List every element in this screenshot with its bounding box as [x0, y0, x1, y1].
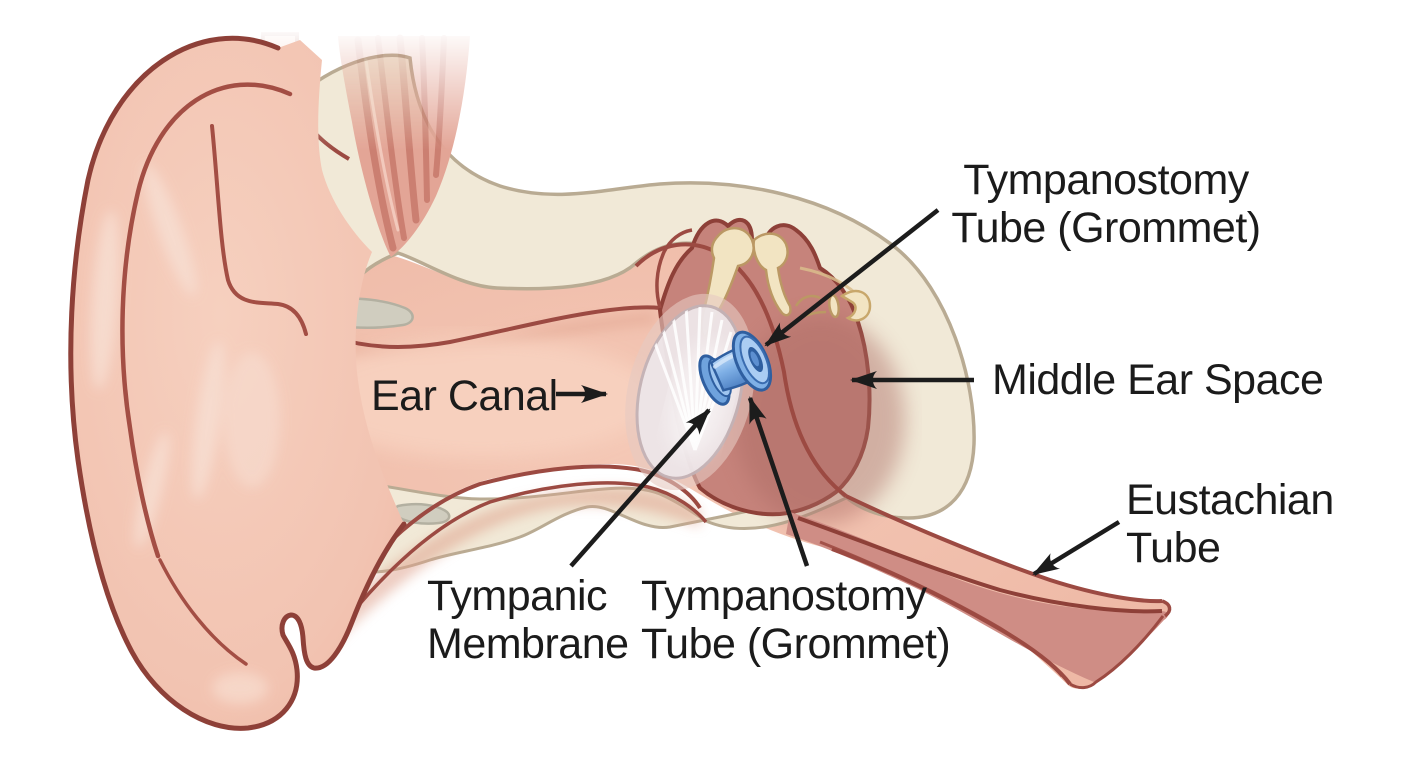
- label-line: Tube (Grommet): [641, 620, 951, 668]
- outer-ear-pinna: [68, 35, 407, 731]
- muscle: [338, 34, 470, 257]
- label-tympanic-membrane: Tympanic Membrane: [427, 572, 629, 668]
- label-middle-ear-space: Middle Ear Space: [992, 356, 1324, 404]
- pyramidal-eminence: [839, 289, 872, 322]
- arrow-tympanic-membrane: [569, 408, 711, 568]
- label-line: Membrane: [427, 620, 629, 668]
- pinna-inner-helix-line: [120, 82, 293, 559]
- arrow-tympanostomy-top: [764, 208, 940, 347]
- label-ear-canal: Ear Canal: [371, 372, 558, 420]
- tympanic-membrane: [625, 293, 755, 491]
- arrow-eustachian-tube: [1032, 520, 1121, 576]
- pinna-outer-contour: [68, 35, 407, 731]
- stapes-crus-upper: [794, 294, 821, 307]
- label-line: Tube: [1126, 524, 1221, 572]
- incus: [752, 232, 792, 317]
- eustachian-end-cap: [1161, 599, 1172, 618]
- label-tympanostomy-tube-bottom: Tympanostomy Tube (Grommet): [641, 572, 951, 668]
- eustachian-flare-edge: [1069, 615, 1165, 690]
- ear-canal-roof-line: [291, 305, 661, 349]
- middle-ear-wall-outer-line: [634, 242, 848, 498]
- label-tympanostomy-tube-top: Tympanostomy Tube (Grommet): [950, 156, 1262, 252]
- label-line: Tympanostomy: [963, 156, 1249, 204]
- pinna-antihelix-line: [210, 124, 308, 336]
- label-line: Eustachian: [1126, 476, 1334, 524]
- label-line: Tube (Grommet): [951, 204, 1261, 252]
- tympanostomy-tube-grommet: [698, 330, 773, 406]
- pinna-lobe-fold-line: [158, 558, 248, 666]
- label-line: Tympanic: [427, 572, 608, 620]
- leader-arrows: [556, 208, 1121, 576]
- attic-left-wall-line: [655, 228, 693, 309]
- label-eustachian-tube: Eustachian Tube: [1126, 476, 1334, 572]
- eustachian-lower-wall-line: [831, 547, 1072, 686]
- ear-canal-floor-line-outer: [320, 481, 708, 654]
- label-line: Tympanostomy: [641, 572, 927, 620]
- arrow-tympanostomy-bottom: [747, 396, 810, 567]
